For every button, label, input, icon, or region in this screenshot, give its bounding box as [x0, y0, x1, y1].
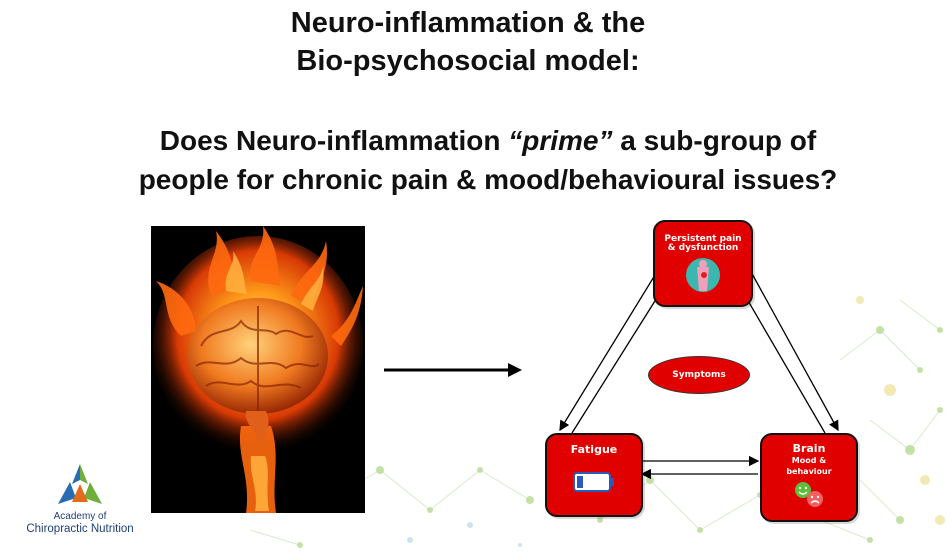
low-battery-icon: [573, 472, 614, 492]
question-text-part1: Does Neuro-inflammation: [159, 125, 509, 156]
brain-on-fire-image: [151, 226, 365, 513]
fatigue-node-label: Fatigue: [570, 443, 618, 456]
biopsychosocial-diagram: Persistent pain & dysfunction Fatigue Br…: [540, 215, 870, 525]
fire-brain-graphic: [153, 226, 363, 513]
mood-faces-icon: [795, 482, 823, 507]
academy-logo: Academy of Chiropractic Nutrition: [10, 462, 150, 542]
pain-node-label-line1: Persistent pain: [664, 234, 742, 244]
logo-text-line1: Academy of: [53, 511, 107, 522]
brain-node-sub2: behaviour: [786, 467, 832, 476]
brain-node-label: Brain: [792, 442, 826, 455]
fatigue-node: Fatigue: [545, 433, 643, 517]
question-line1: Does Neuro-inflammation “prime” a sub-gr…: [14, 124, 948, 158]
right-arrow-icon: [384, 363, 522, 377]
persistent-pain-node: Persistent pain & dysfunction: [653, 220, 753, 307]
question-line2: people for chronic pain & mood/behaviour…: [138, 164, 838, 195]
academy-logo-icon: [58, 464, 102, 504]
brain-node-sub1: Mood &: [791, 456, 827, 465]
slide-title-line1: Neuro-inflammation & the: [290, 7, 646, 39]
brain-node: Brain Mood & behaviour: [760, 433, 858, 522]
slide-title-line2: Bio-psychosocial model:: [296, 45, 640, 77]
pain-node-label-line2: & dysfunction: [667, 243, 739, 253]
question-emphasis: “prime”: [508, 125, 613, 156]
question-text-part2: a sub-group of: [612, 125, 817, 156]
body-pain-icon: [686, 258, 720, 292]
diagram-arrows: [559, 269, 839, 480]
symptoms-ellipse: Symptoms: [648, 356, 750, 394]
logo-text-line2: Chiropractic Nutrition: [26, 523, 134, 535]
